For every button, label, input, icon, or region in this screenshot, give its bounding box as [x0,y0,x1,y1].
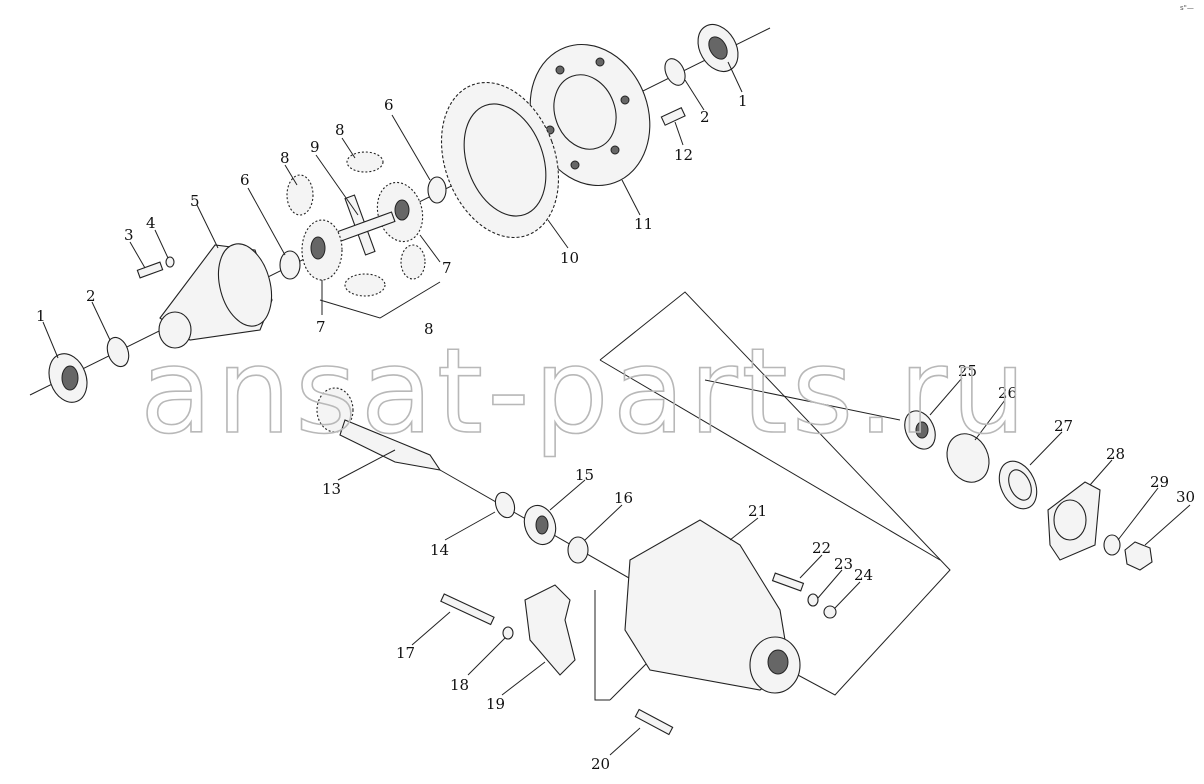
callout-25: 25 [958,362,977,380]
carrier-housing [624,519,801,694]
bolt-17-washer-18 [440,593,514,640]
callout-13: 13 [322,480,341,498]
callout-11: 11 [634,215,653,233]
leader-lines [42,61,1191,756]
spacer-16 [567,536,589,564]
cross-shaft [334,194,396,256]
flange-28 [1047,481,1101,561]
callout-21: 21 [748,502,767,520]
callout-30: 30 [1176,488,1195,506]
washer-29 [1103,534,1121,556]
seal-27 [998,460,1038,510]
drive-pinion [316,387,442,471]
callout-labels: 1 2 12 11 10 6 7 8 9 8 6 5 4 3 7 8 2 1 1… [36,92,1195,773]
callout-12: 12 [674,146,693,164]
callout-1-top: 1 [738,92,748,110]
callout-27: 27 [1054,417,1073,435]
callout-6-left: 6 [240,171,250,189]
callout-29: 29 [1150,473,1169,491]
callout-3: 3 [124,226,134,244]
bolt-3-washer-4 [136,256,175,279]
shim-ring-left [106,336,130,368]
callout-26: 26 [998,384,1017,402]
callout-22: 22 [812,539,831,557]
callout-16: 16 [614,489,633,507]
callout-7-left: 7 [316,318,326,336]
callout-10: 10 [560,249,579,267]
callout-5: 5 [190,192,200,210]
bearing-15 [523,504,557,546]
callout-18: 18 [450,676,469,694]
bearing-25 [904,410,936,450]
callout-8-left: 8 [280,149,290,167]
stud-22-nut-24 [771,572,837,619]
side-gear-left [301,219,343,281]
bolt-20 [634,708,674,736]
nut-30 [1124,541,1153,571]
callout-8-bottom: 8 [424,320,434,338]
differential-case-half [158,243,273,349]
spacer-26 [946,433,990,483]
callout-19: 19 [486,695,505,713]
planet-gears [286,151,426,297]
callout-15: 15 [575,466,594,484]
thrust-washer-left [279,250,301,280]
callout-2-left: 2 [86,287,96,305]
ring-gear [440,81,560,239]
callout-8-top: 8 [335,121,345,139]
ring-14 [494,491,516,519]
callout-4: 4 [146,214,156,232]
thrust-washer-right [427,176,447,204]
callout-9: 9 [310,138,320,156]
callout-17: 17 [396,644,415,662]
callout-28: 28 [1106,445,1125,463]
bearing-left [48,353,88,403]
differential-case-flange [529,43,651,187]
bolt-12 [660,106,686,126]
callout-14: 14 [430,541,449,559]
side-gear-right [376,181,424,243]
callout-6-right: 6 [384,96,394,114]
callout-1-left: 1 [36,307,46,325]
watermark-text: ansat-parts.ru [140,322,1030,460]
bearing-right [697,24,739,72]
shim-ring-right [664,58,686,86]
bearing-cap-19 [524,584,576,676]
callout-7-right: 7 [442,259,452,277]
callout-20: 20 [591,755,610,773]
callout-23: 23 [834,555,853,573]
callout-2-top: 2 [700,108,710,126]
corner-mark: s"— [1180,4,1194,12]
callout-24: 24 [854,566,873,584]
